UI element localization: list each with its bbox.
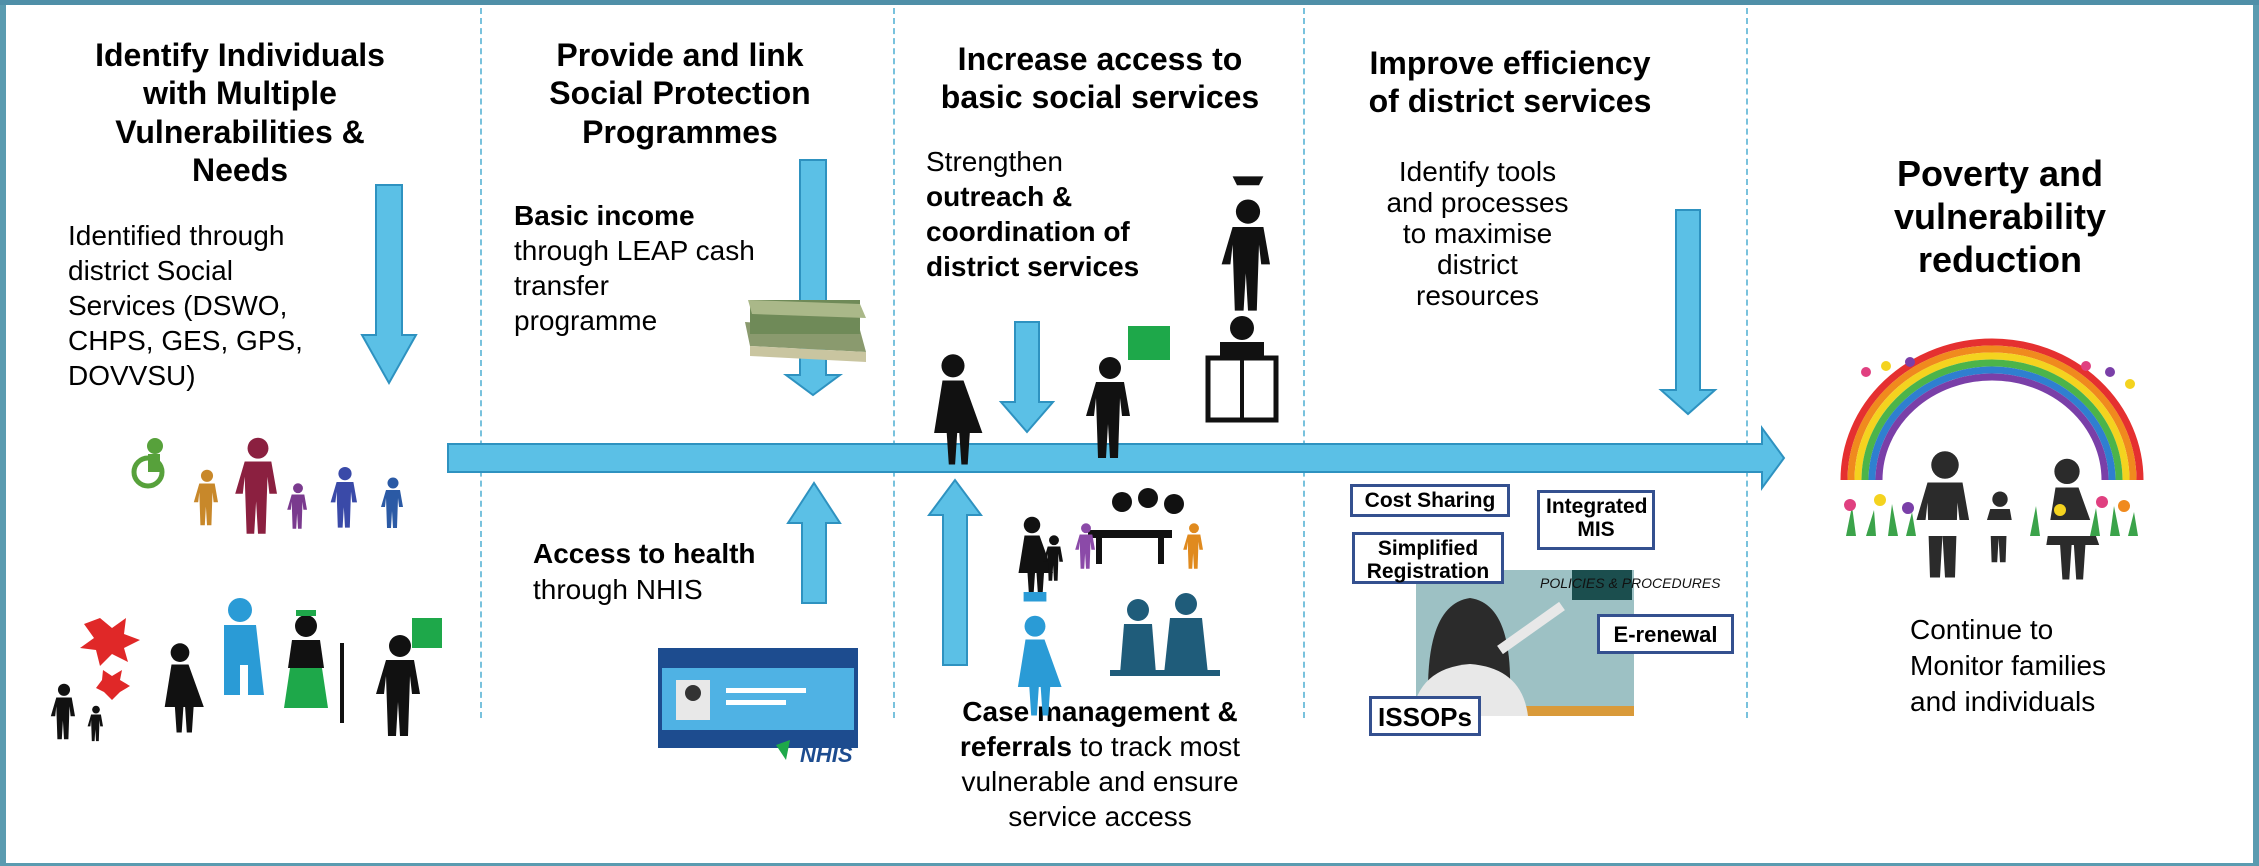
- identify-heading: Identify Individuals with Multiple Vulne…: [95, 37, 385, 189]
- e-renewal-box: E-renewal: [1597, 614, 1734, 654]
- column-divider: [480, 8, 482, 718]
- doctor-patient-icon: [1110, 593, 1220, 676]
- access-heading: Increase access to basic social services: [940, 41, 1260, 116]
- svg-text:POLICIES & PROCEDURES: POLICIES & PROCEDURES: [1540, 575, 1721, 591]
- outcome-body: Continue to Monitor families and individ…: [1910, 614, 2107, 717]
- down-arrow-income: [782, 159, 844, 397]
- health-access-text: Access to health through NHIS: [533, 538, 756, 605]
- down-arrow-efficiency: [1658, 209, 1718, 416]
- top-border: [0, 0, 2259, 5]
- column-divider: [1746, 8, 1748, 718]
- integrated-mis-box: Integrated MIS: [1537, 490, 1655, 550]
- money-stack-icon: [745, 300, 866, 362]
- simplified-registration-box: Simplified Registration: [1352, 532, 1504, 584]
- vulnerable-individuals-icon: [50, 598, 442, 742]
- outcome-heading: Poverty and vulnerability reduction: [1893, 153, 2107, 280]
- family-meeting-icon: [1018, 488, 1203, 596]
- efficiency-body: Identify tools and processes to maximise…: [1386, 156, 1569, 311]
- issops-box: ISSOPs: [1369, 696, 1481, 736]
- up-arrow-health: [786, 481, 842, 604]
- basic-income-text: Basic income through LEAP cash transfer …: [514, 200, 755, 336]
- down-arrow-identify: [360, 184, 418, 386]
- nhis-card-icon: NHIS: [658, 648, 858, 767]
- svg-text:NHIS: NHIS: [800, 742, 853, 767]
- family-figures-icon: [131, 437, 403, 534]
- judge-icon: [1205, 316, 1279, 423]
- case-management-text: Case management & referrals to track mos…: [959, 696, 1241, 832]
- provide-heading: Provide and link Social Protection Progr…: [549, 37, 811, 150]
- column-divider: [893, 8, 895, 718]
- teacher-icon: [1086, 326, 1170, 458]
- outreach-text: Strengthen outreach & coordination of di…: [926, 146, 1140, 282]
- police-officer-icon: [1221, 176, 1270, 311]
- identify-body: Identified through district Social Servi…: [68, 220, 303, 391]
- cost-sharing-box: Cost Sharing: [1350, 484, 1510, 518]
- efficiency-heading: Improve efficiency of district services: [1368, 45, 1652, 120]
- nurse-icon: [1017, 592, 1062, 716]
- column-divider: [1303, 8, 1305, 718]
- down-arrow-outreach: [998, 321, 1056, 434]
- rainbow-family-icon: [1840, 338, 2144, 580]
- main-arrow: [447, 424, 1786, 492]
- up-arrow-case: [927, 478, 983, 666]
